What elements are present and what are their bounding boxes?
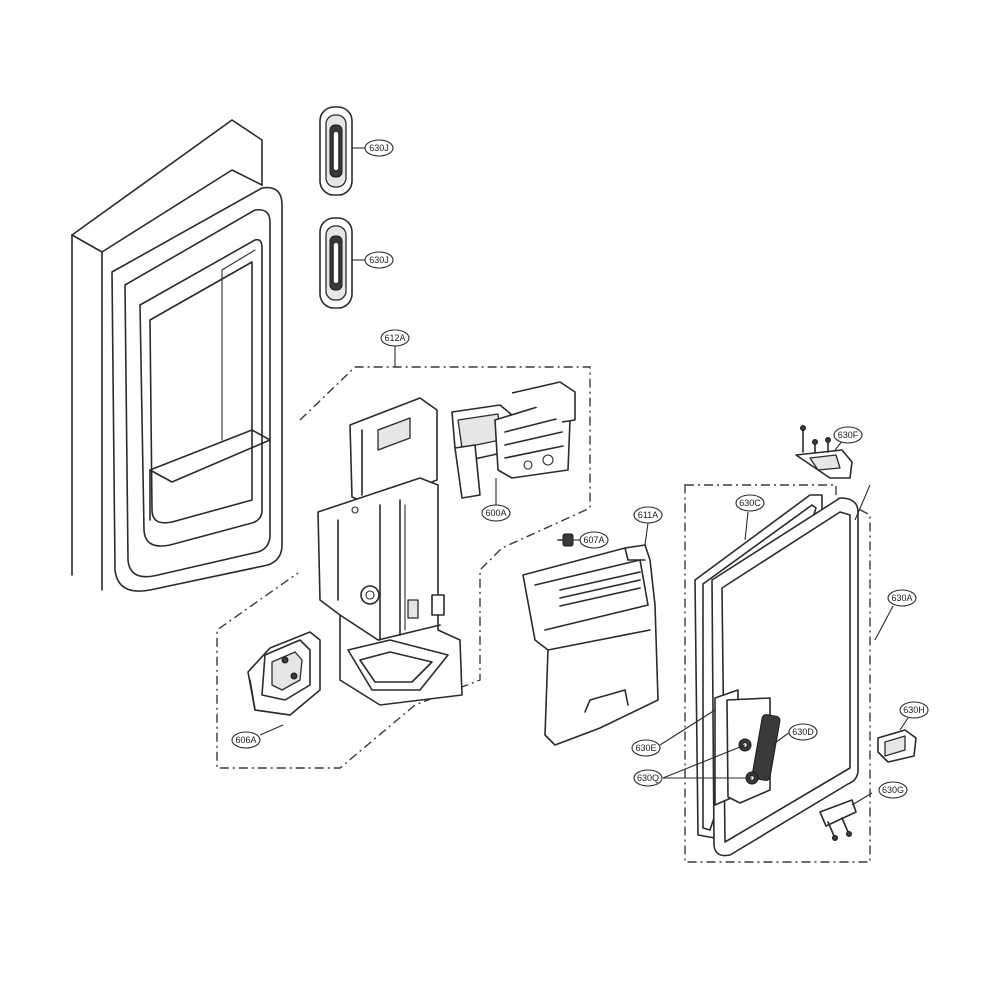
callout-label: 630D	[792, 727, 814, 737]
callout-600A: 600A	[481, 504, 511, 522]
callout-label: 630F	[838, 430, 859, 440]
callout-607A: 607A	[579, 531, 609, 549]
callout-630C: 630C	[735, 494, 765, 512]
door-630A	[694, 494, 859, 857]
callout-630J-top: 630J	[364, 139, 394, 157]
callout-630H: 630H	[899, 701, 929, 719]
callout-label: 612A	[384, 333, 405, 343]
ice-maker-600A	[451, 381, 576, 499]
callout-612A: 612A	[380, 329, 410, 347]
latch-630H	[877, 729, 917, 763]
callout-label: 607A	[583, 535, 604, 545]
callout-label: 630A	[891, 593, 912, 603]
callout-label: 611A	[638, 510, 658, 520]
callout-label: 630E	[635, 743, 656, 753]
callout-label: 630H	[903, 705, 925, 715]
callout-630J-bottom: 630J	[364, 251, 394, 269]
callout-label: 630C	[739, 498, 761, 508]
callout-label: 630J	[369, 255, 389, 265]
hinge-630F	[795, 425, 853, 479]
callout-611A: 611A	[633, 506, 663, 524]
assembly-612A-boundary	[216, 366, 591, 769]
callout-630F: 630F	[833, 426, 863, 444]
screw-607A	[557, 533, 574, 547]
cap-630J-top	[319, 106, 353, 196]
cover-611A	[522, 544, 659, 746]
callout-630D: 630D	[788, 723, 818, 741]
bracket-630G	[819, 799, 857, 841]
callout-630Q: 630Q	[633, 769, 663, 787]
bracket-606A	[247, 631, 321, 716]
callout-606A: 606A	[231, 731, 261, 749]
door-panel	[71, 119, 283, 592]
leader-lines	[259, 147, 909, 806]
callout-630A: 630A	[887, 589, 917, 607]
callout-label: 630G	[882, 785, 904, 795]
callout-label: 606A	[235, 735, 256, 745]
callout-label: 630Q	[637, 773, 659, 783]
callout-label: 600A	[485, 508, 506, 518]
callout-label: 630J	[369, 143, 389, 153]
callout-630E: 630E	[631, 739, 661, 757]
dispenser-housing	[317, 397, 463, 706]
callout-630G: 630G	[878, 781, 908, 799]
cap-630J-bottom	[319, 217, 353, 309]
